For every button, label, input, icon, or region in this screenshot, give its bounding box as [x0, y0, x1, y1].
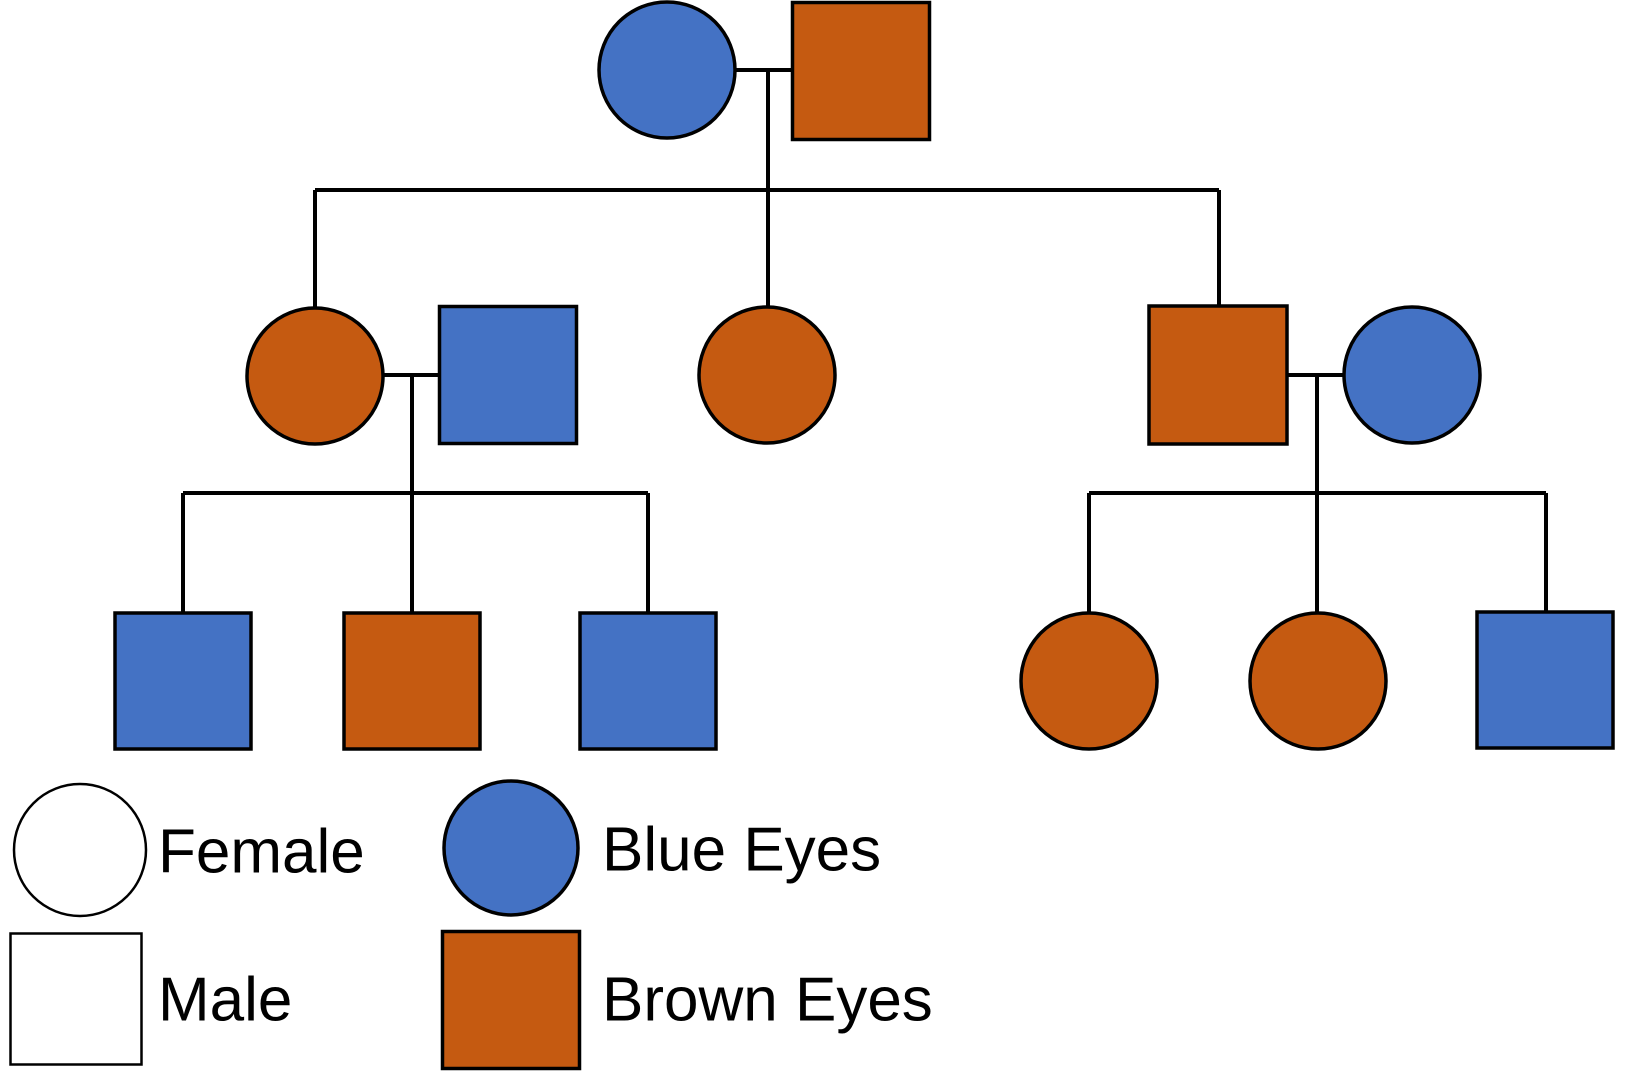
individual-II-3-female-brown-eyes: [697, 305, 837, 445]
legend-male-label: Male: [158, 966, 292, 1035]
legend-blue-eyes-symbol: [442, 779, 580, 917]
individual-I-2-male-brown-eyes: [790, 0, 932, 142]
individual-III-5-female-brown-eyes: [1248, 611, 1388, 751]
individual-III-2-male-brown-eyes: [342, 611, 482, 751]
legend-female-label: Female: [158, 818, 365, 887]
legend-blue-eyes-label: Blue Eyes: [602, 816, 881, 885]
family-connectors: [181, 68, 1548, 616]
individual-II-2-male-blue-eyes: [437, 304, 579, 446]
individual-II-5-female-blue-eyes: [1342, 305, 1482, 445]
individual-II-1-female-brown-eyes: [245, 306, 385, 446]
legend-brown-eyes-label: Brown Eyes: [602, 966, 933, 1035]
individual-II-4-male-brown-eyes: [1147, 304, 1289, 446]
individuals: [113, 0, 1615, 751]
individual-I-1-female-blue-eyes: [597, 0, 737, 140]
legend-male-symbol: [9, 932, 143, 1066]
individual-III-4-female-brown-eyes: [1019, 611, 1159, 751]
legend-brown-eyes-symbol: [440, 929, 582, 1071]
individual-III-3-male-blue-eyes: [578, 611, 718, 751]
individual-III-6-male-blue-eyes: [1475, 610, 1615, 750]
legend-female-symbol: [12, 782, 148, 918]
individual-III-1-male-blue-eyes: [113, 611, 253, 751]
